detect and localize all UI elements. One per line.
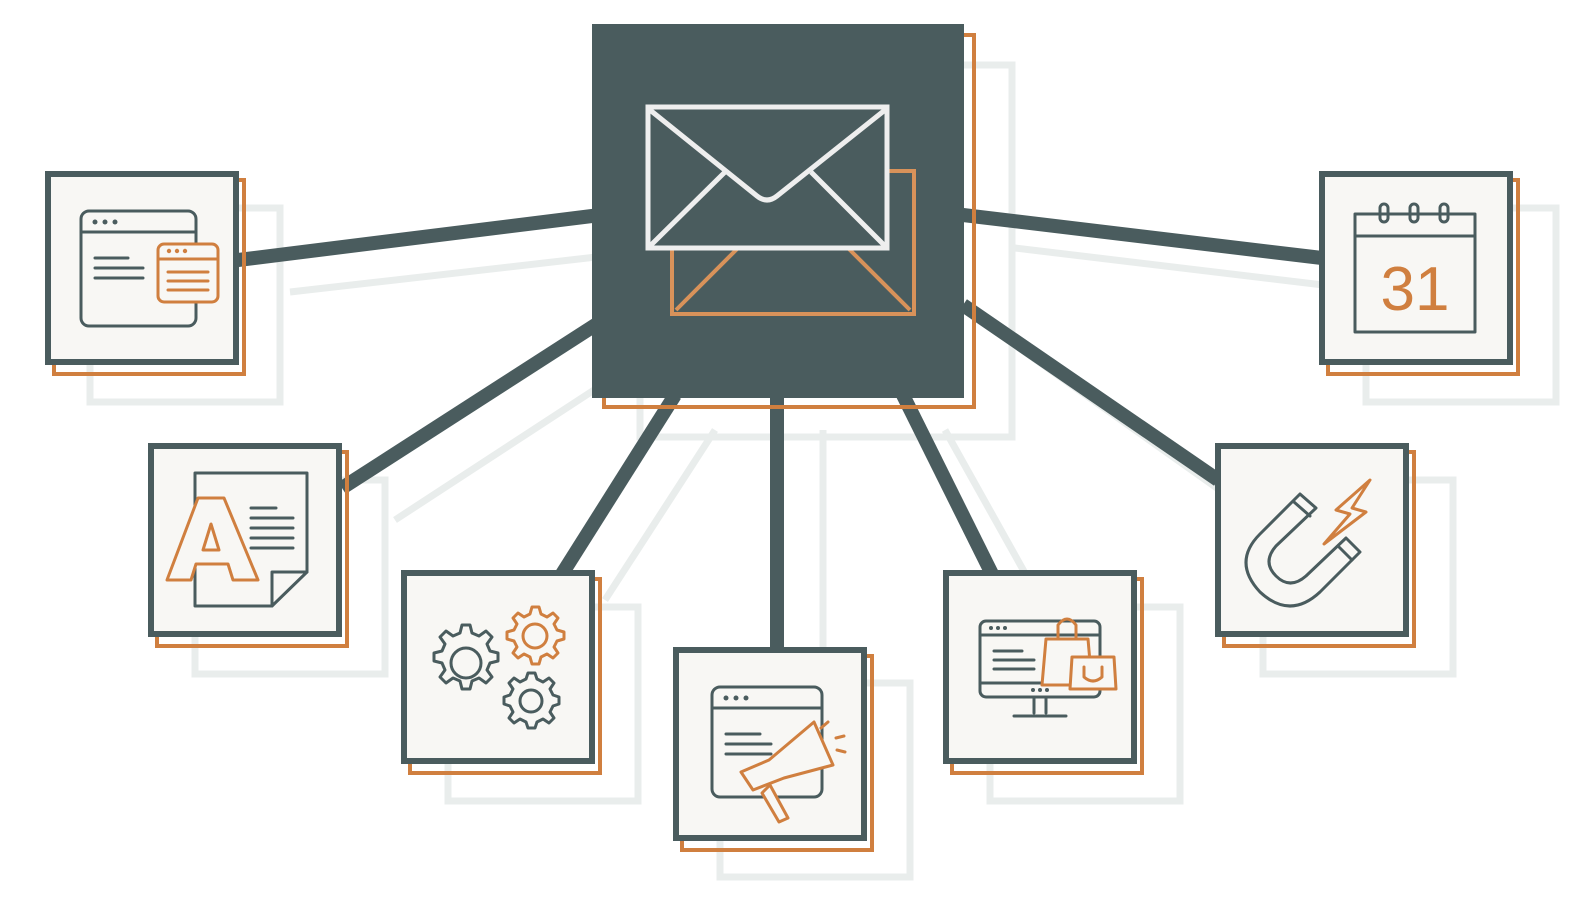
- connector-web-popup: [237, 208, 601, 267]
- calendar-day-number: 31: [1381, 255, 1450, 324]
- envelope-icon: [645, 104, 916, 316]
- gear-small: [502, 671, 561, 730]
- connector-automation: [556, 391, 681, 578]
- connector-typography: [338, 316, 604, 494]
- connector-lines: [237, 208, 1323, 650]
- node-tile-automation: [401, 570, 602, 775]
- monitor-shopping-bags-icon: [978, 617, 1118, 718]
- connector-ecommerce: [896, 391, 999, 578]
- calendar-icon: 31: [1353, 202, 1477, 334]
- connector-calendar: [962, 208, 1323, 265]
- tile-frame: [401, 570, 595, 764]
- gears-icon: [432, 605, 566, 730]
- email-hub: [592, 24, 976, 409]
- gear-orange: [505, 605, 566, 666]
- browser-megaphone-icon: [710, 685, 847, 824]
- browser-popup-icon: [79, 209, 220, 328]
- node-tile-lead-magnet: [1215, 443, 1416, 648]
- typography-document-icon: [165, 471, 309, 608]
- gear-large: [432, 623, 500, 691]
- connector-lead-magnet: [959, 299, 1222, 486]
- tile-frame: [1215, 443, 1409, 637]
- magnet-lightning-icon: [1244, 478, 1372, 608]
